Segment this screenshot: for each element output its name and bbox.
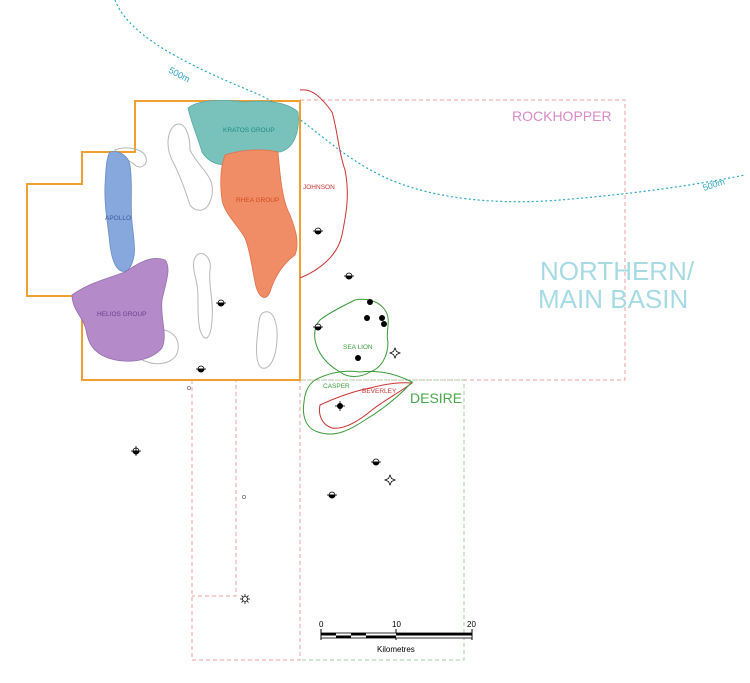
bathy-label-right: 500m: [702, 176, 727, 192]
rhea-group-area: [220, 149, 298, 298]
wells: [131, 227, 402, 604]
map-labels: 500m 500m ROCKHOPPER NORTHERN/ MAIN BASI…: [97, 65, 726, 406]
scale-unit-label: Kilometres: [377, 645, 415, 654]
scale-tick-0: 0: [319, 620, 324, 629]
oil-and-gas-show-well-symbol: [216, 299, 226, 307]
oil-well-symbol: [355, 355, 361, 361]
oil-and-gas-show-well-symbol: [131, 446, 141, 456]
oil-and-gas-show-well-symbol: [313, 227, 323, 235]
scale-segment-5: [396, 633, 472, 636]
grey-outline-central: [167, 123, 213, 211]
orange-licence-boundary: [26, 100, 301, 381]
rockhopper-licence-boundary: [300, 99, 626, 381]
desire-licence-boundary: [300, 379, 465, 661]
apollo-area: [104, 151, 135, 272]
scale-segment-2: [336, 635, 351, 638]
dry-well-symbol: [240, 594, 250, 604]
oil-and-gas-show-well-symbol: [344, 272, 354, 280]
gas-well-symbol: [383, 473, 397, 487]
kratos-group-label: KRATOS GROUP: [223, 127, 275, 134]
gas-well-symbol: [388, 346, 402, 360]
apollo-label: APOLLO: [105, 215, 131, 222]
southern-licence-boundary: [191, 380, 301, 661]
helios-group-area: [71, 257, 169, 362]
grey-outline-elongate: [193, 253, 213, 339]
scale-segment-1: [321, 633, 336, 636]
scale-segment-3: [351, 633, 366, 636]
oil-and-gas-show-well-symbol: [196, 365, 206, 373]
oil-well-symbol: [367, 299, 373, 305]
grey-outline-oval: [256, 311, 278, 369]
oil-well-symbol: [379, 315, 385, 321]
desire-label: DESIRE: [410, 390, 462, 406]
grey-outline-helios-edge: [141, 329, 179, 365]
oil-and-gas-show-well-symbol: [313, 323, 323, 331]
abandoned-location-symbol: [241, 494, 246, 499]
northern-main-basin-label-line1: NORTHERN/: [540, 256, 695, 286]
beverley-outline: [319, 382, 414, 429]
casper-label: CASPER: [323, 383, 350, 390]
scale-segment-4: [366, 635, 396, 638]
oil-and-gas-show-well-symbols: [131, 227, 381, 499]
scale-tick-10: 10: [392, 620, 401, 629]
oil-and-gas-show-well-symbol: [327, 491, 337, 499]
northern-main-basin-label-line2: MAIN BASIN: [538, 284, 688, 314]
beverley-label: BEVERLEY: [362, 388, 397, 395]
casper-desire-outline: [302, 370, 413, 435]
helios-group-label: HELIOS GROUP: [97, 311, 146, 318]
oil-well-rays: [335, 401, 345, 411]
bathy-label-left: 500m: [167, 65, 192, 84]
johnson-label: JOHNSON: [303, 184, 335, 191]
oil-and-gas-show-well-symbol: [371, 458, 381, 466]
sea-lion-label: SEA LION: [343, 344, 373, 351]
bathymetry-500m-contour: [114, 0, 746, 203]
sea-lion-outline: [314, 298, 389, 377]
scale-bar: 0 10 20 Kilometres: [319, 620, 476, 654]
scale-tick-20: 20: [467, 620, 476, 629]
southern-sub-licence-boundary: [192, 379, 237, 597]
rockhopper-label: ROCKHOPPER: [512, 108, 612, 124]
rhea-group-label: RHEA GROUP: [236, 197, 279, 204]
kratos-group-area: [187, 99, 299, 166]
oil-well-symbol: [364, 315, 370, 321]
gas-well-symbols: [383, 346, 402, 487]
abandoned-location-symbol: [186, 385, 191, 390]
johnson-outline: [299, 89, 348, 279]
oil-well-symbol: [381, 321, 387, 327]
